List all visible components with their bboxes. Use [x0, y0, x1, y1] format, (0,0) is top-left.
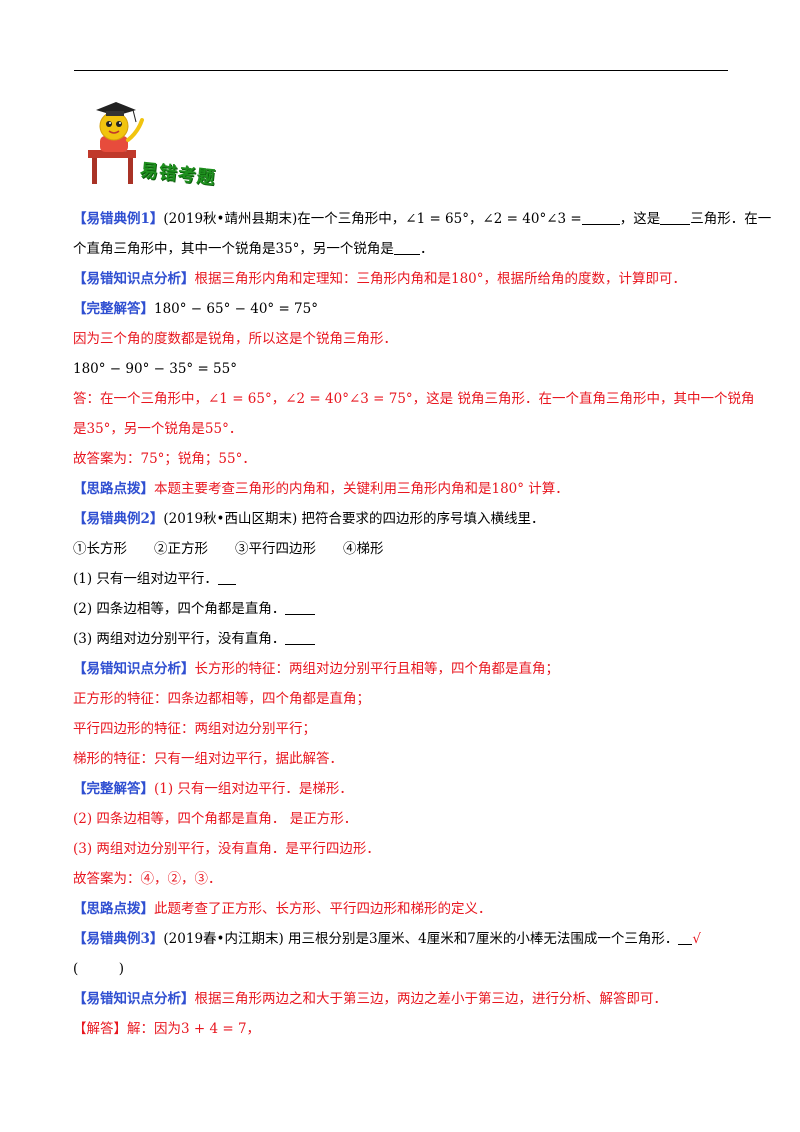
example3-analysis: 【易错知识点分析】根据三角形两边之和大于第三边，两边之差小于第三边，进行分析、解…: [73, 991, 667, 1007]
answer-blank: [393, 240, 420, 255]
example2-q1: (1) 只有一组对边平行．: [73, 564, 729, 594]
example2-q2: (2) 四条边相等，四个角都是直角．: [73, 594, 729, 624]
example1-solution-eq1: 【完整解答】180° − 65° − 40° = 75°: [73, 301, 318, 317]
answer-blank: [285, 630, 316, 645]
example1-solution-eq2: 180° − 90° − 35° = 55°: [73, 361, 237, 377]
example2-tips: 【思路点拨】此题考查了正方形、长方形、平行四边形和梯形的定义．: [73, 901, 492, 917]
example2-analysis1: 【易错知识点分析】长方形的特征：两组对边分别平行且相等，四个角都是直角；: [73, 661, 559, 677]
example1-answer-line1: 答：在一个三角形中，∠1 = 65°，∠2 = 40°∠3 = 75°，这是 锐…: [73, 391, 755, 407]
student-mascot-icon: [88, 102, 144, 184]
example1-label: 【易错典例1】: [73, 211, 164, 227]
example3-question: 【易错典例3】(2019春•内江期末) 用三根分别是3厘米、4厘米和7厘米的小棒…: [73, 930, 701, 947]
example2-analysis4: 梯形的特征：只有一组对边平行，据此解答．: [73, 751, 343, 767]
example2-solution3: (3) 两组对边分别平行，没有直角．是平行四边形．: [73, 841, 380, 857]
header-rule: [74, 70, 728, 71]
example1-solution-text: 因为三个角的度数都是锐角，所以这是个锐角三角形．: [73, 331, 397, 347]
answer-blank: [678, 930, 693, 945]
example2-question: 【易错典例2】(2019秋•西山区期末) 把符合要求的四边形的序号填入横线里．: [73, 511, 545, 527]
example2-analysis3: 平行四边形的特征：两组对边分别平行；: [73, 721, 316, 737]
example2-solution2: (2) 四条边相等，四个角都是直角． 是正方形．: [73, 811, 358, 827]
example2-final: 故答案为：④，②，③．: [73, 871, 222, 887]
example1-tips: 【思路点拨】本题主要考查三角形的内角和，关键利用三角形内角和是180° 计算．: [73, 481, 569, 497]
answer-blank: [581, 210, 620, 225]
example2-options: ①长方形 ②正方形 ③平行四边形 ④梯形: [73, 541, 384, 557]
example1-answer-line2: 是35°，另一个锐角是55°．: [73, 421, 243, 437]
example3-solution: 【解答】解：因为3 + 4 = 7，: [73, 1021, 261, 1037]
answer-blank: [217, 570, 236, 585]
example1-final: 故答案为：75°；锐角；55°．: [73, 451, 256, 467]
example2-label: 【易错典例2】: [73, 511, 164, 527]
answer-blank: [660, 210, 691, 225]
example2-solution1: 【完整解答】(1) 只有一组对边平行．是梯形．: [73, 781, 353, 797]
document-body: 【易错典例1】(2019秋•靖州县期末)在一个三角形中，∠1 = 65°，∠2 …: [73, 204, 772, 1044]
example1-line1: 【易错典例1】(2019秋•靖州县期末)在一个三角形中，∠1 = 65°，∠2 …: [73, 210, 772, 227]
check-mark: √: [692, 931, 701, 947]
example1-analysis: 【易错知识点分析】根据三角形内角和定理知：三角形内角和是180°，根据所给角的度…: [73, 271, 687, 287]
example1-line2: 个直角三角形中，其中一个锐角是35°，另一个锐角是．: [73, 240, 434, 257]
example2-q3: (3) 两组对边分别平行，没有直角．: [73, 624, 729, 654]
answer-blank: [285, 600, 316, 615]
example2-analysis2: 正方形的特征：四条边都相等，四个角都是直角；: [73, 691, 370, 707]
example3-label: 【易错典例3】: [73, 931, 164, 947]
example3-paren: ( ): [73, 961, 125, 977]
